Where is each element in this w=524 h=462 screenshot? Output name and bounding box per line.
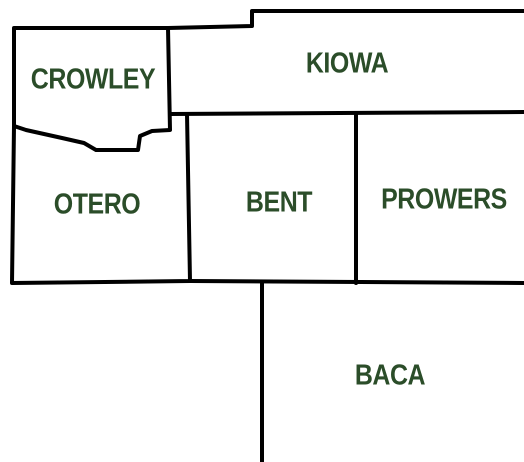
county-label-otero: OTERO — [54, 188, 140, 220]
border-crowley — [12, 26, 172, 152]
county-label-bent: BENT — [246, 186, 313, 218]
county-label-crowley: CROWLEY — [31, 63, 156, 95]
border-otero — [10, 112, 192, 285]
county-label-kiowa: KIOWA — [306, 47, 388, 79]
county-borders — [10, 9, 524, 462]
county-label-prowers: PROWERS — [381, 183, 507, 215]
county-label-baca: BACA — [355, 359, 425, 391]
county-labels: CROWLEY KIOWA OTERO BENT PROWERS BACA — [31, 47, 508, 391]
border-kiowa — [166, 9, 524, 116]
